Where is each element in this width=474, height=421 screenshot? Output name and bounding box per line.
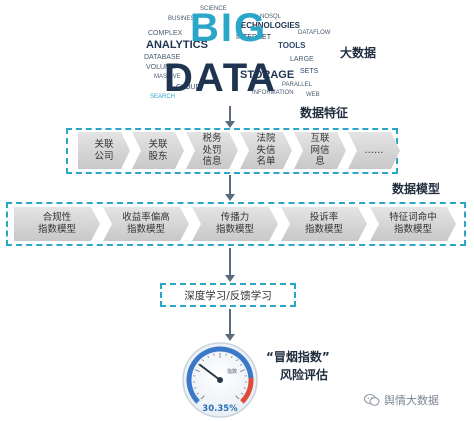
model-label: 特征词命中 指数模型 — [389, 212, 437, 235]
model-label: 投诉率 指数模型 — [304, 212, 343, 235]
big-data-word-cloud: TECHNOLOGIES ANALYTICS COMPLEX DATABASE … — [140, 4, 330, 104]
cloud-word: WEB — [306, 92, 320, 98]
deep-learning-box: 深度学习/反馈学习 — [160, 283, 296, 307]
data-features-row: 关联 公司 关联 股东 税务 处罚 信息 法院 失信 名单 互联 网信 息 …… — [78, 132, 400, 169]
cloud-word: SCIENCE — [200, 6, 227, 12]
cloud-word: PARALLEL — [282, 82, 312, 88]
cloud-word: VOLUME — [146, 64, 176, 71]
risk-assessment-label: 风险评估 — [280, 368, 329, 382]
wechat-icon — [364, 394, 380, 406]
feature-label: 税务 处罚 信息 — [202, 132, 222, 168]
smoke-index-gauge: 指数 30.35% — [182, 342, 258, 418]
arrow-down — [225, 175, 235, 201]
gauge-tick — [235, 395, 240, 400]
feature-label: …… — [364, 144, 384, 156]
data-models-box — [6, 202, 466, 246]
arrow-down — [225, 248, 235, 282]
cloud-word: TOOLS — [278, 41, 306, 50]
big-data-label: 大数据 — [340, 46, 377, 60]
deep-learning-label: 深度学习/反馈学习 — [184, 289, 272, 302]
data-features-label: 数据特征 — [300, 106, 349, 120]
gauge-tick — [240, 369, 246, 372]
cloud-word: LARGE — [290, 56, 314, 63]
gauge-tick — [243, 387, 246, 389]
cloud-word: DATABASE — [144, 54, 181, 61]
cloud-word: COMPLEX — [148, 30, 183, 37]
cloud-word: INTERNET — [236, 34, 271, 41]
model-item: 特征词命中 指数模型 — [370, 207, 456, 241]
cloud-word: INFORMATION — [252, 90, 294, 96]
data-models-row: 合规性 指数模型 收益率偏高 指数模型 传播力 指数模型 投诉率 指数模型 特征… — [14, 207, 456, 241]
watermark-text: 舆情大数据 — [384, 394, 439, 407]
model-item: 传播力 指数模型 — [192, 207, 278, 241]
cloud-word: DATAFLOW — [298, 30, 331, 36]
model-item: 收益率偏高 指数模型 — [103, 207, 189, 241]
gauge-tick — [194, 387, 197, 389]
model-item: 合规性 指数模型 — [14, 207, 100, 241]
cloud-word: BUSINESS — [168, 16, 199, 22]
feature-label: 关联 股东 — [148, 138, 168, 162]
gauge-tick — [194, 369, 200, 372]
gauge-tick — [200, 395, 205, 400]
feature-item: 法院 失信 名单 — [240, 132, 292, 169]
gauge-tick — [239, 363, 243, 366]
cloud-word: CLOUD — [176, 84, 201, 91]
model-label: 合规性 指数模型 — [37, 212, 76, 235]
feature-item: 互联 网信 息 — [294, 132, 346, 169]
gauge-tick — [202, 359, 205, 362]
cloud-word: ANALYTICS — [146, 39, 208, 51]
cloud-word: SETS — [300, 68, 319, 75]
cloud-word: TECHNOLOGIES — [236, 21, 301, 30]
gauge-unit-label: 指数 — [227, 368, 237, 375]
model-label: 传播力 指数模型 — [215, 212, 254, 235]
gauge-tick — [196, 392, 199, 395]
gauge-value: 30.35% — [202, 404, 238, 414]
model-item: 投诉率 指数模型 — [281, 207, 367, 241]
arrow-down — [225, 106, 235, 128]
feature-label: 关联 公司 — [94, 138, 114, 162]
cloud-word: STORAGE — [240, 69, 295, 81]
gauge-tick — [207, 355, 210, 358]
wechat-watermark: 舆情大数据 — [364, 392, 439, 408]
feature-label: 互联 网信 息 — [310, 132, 330, 168]
cloud-big-word: BIG — [190, 6, 268, 50]
feature-label: 法院 失信 名单 — [256, 132, 276, 168]
feature-item: 关联 公司 — [78, 132, 130, 169]
gauge-needle — [199, 363, 221, 381]
gauge-tick — [230, 355, 233, 358]
feature-item: 关联 股东 — [132, 132, 184, 169]
gauge-tick — [241, 392, 244, 395]
data-models-label: 数据模型 — [392, 182, 441, 196]
cloud-word: SEARCH — [150, 94, 176, 100]
smoke-index-title: “冒烟指数” — [266, 350, 330, 364]
gauge-tick — [235, 359, 238, 362]
cloud-word: MASSIVE — [154, 74, 181, 80]
cloud-word: NOSQL — [260, 14, 282, 20]
feature-item: …… — [348, 132, 400, 169]
model-label: 收益率偏高 指数模型 — [122, 212, 170, 235]
arrow-down — [225, 309, 235, 341]
cloud-data-word: DATA — [164, 56, 278, 100]
feature-item: 税务 处罚 信息 — [186, 132, 238, 169]
